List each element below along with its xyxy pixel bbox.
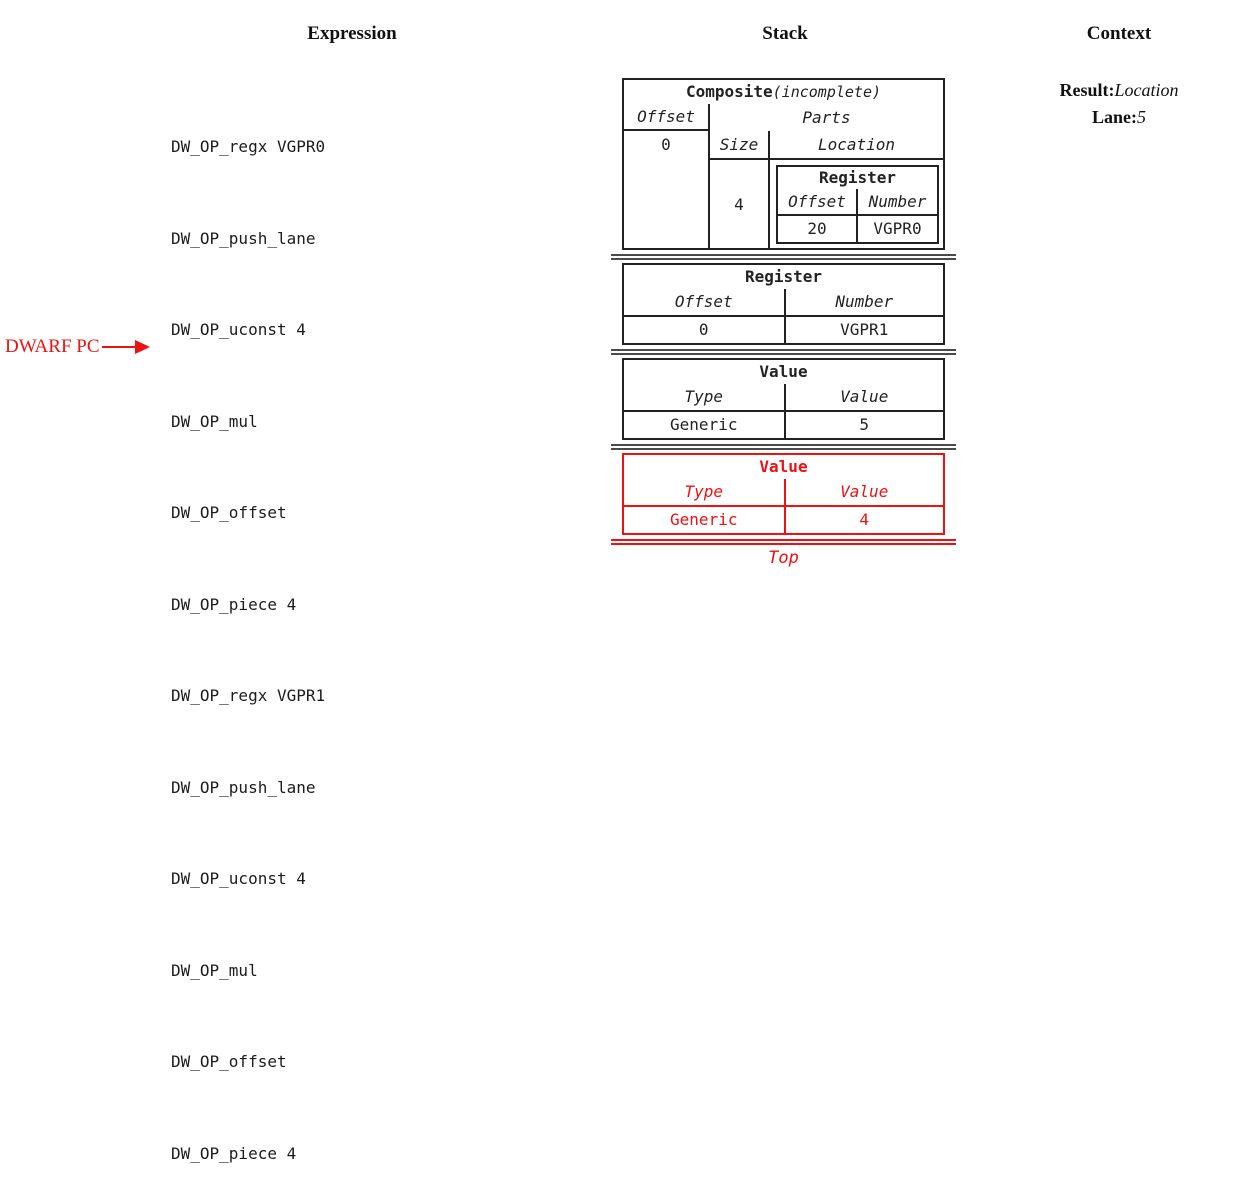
stack-column: Composite(incomplete) Offset 0 Parts Siz… [611,78,956,568]
expression-op: DW_OP_piece 4 [171,1143,297,1163]
top-value-value: 4 [783,505,943,533]
register-title: Register [744,267,823,286]
composite-subtitle: (incomplete) [772,83,882,101]
expression-title: Expression [307,23,397,44]
nested-register-offset-header: Offset [788,192,846,211]
top-value-value-header: Value [783,479,944,505]
nested-register-table: Register Offset Number 20 VGPR0 [776,165,939,244]
stack-slot-separator [611,254,956,260]
stack-title: Stack [762,23,808,44]
composite-location-column: Location Register Offset Number 20 VGPR0 [768,131,943,248]
stack-top-separator [611,539,956,545]
composite-size-header: Size [710,131,768,160]
lane-value: 5 [1137,107,1146,127]
top-value-title: Value [759,457,808,476]
expression-op: DW_OP_offset [171,1052,287,1071]
expression-op: DW_OP_uconst 4 [171,320,306,339]
expression-op: DW_OP_push_lane [171,228,316,248]
nested-register-title: Register [818,168,897,187]
composite-location-header: Location [770,131,943,160]
result-value: Location [1114,80,1179,100]
dwarf-pc-marker: DWARF PC [5,336,150,358]
register-number-header: Number [783,289,944,315]
expression-op: DW_OP_mul [171,960,258,980]
top-value-grid: Type Value Generic 4 [624,479,943,533]
stack-top-label: Top [768,548,799,568]
context-title: Context [1086,23,1152,44]
composite-size-value: 4 [734,194,744,214]
expression-op: DW_OP_regx VGPR0 [171,137,326,156]
composite-body: Offset 0 Parts Size 4 Location Register [624,104,943,248]
composite-size-column: Size 4 [710,131,768,248]
stack-entry-value: Value Type Value Generic 5 [622,358,945,440]
nested-register-number-value: VGPR0 [856,214,937,242]
nested-register-number-header: Number [856,189,937,214]
composite-offset-column: Offset 0 [624,104,708,248]
value-value: 5 [783,410,943,438]
expression-op: DW_OP_push_lane [171,777,316,797]
nested-register-grid: Offset Number 20 VGPR0 [778,189,937,242]
result-label: Result: [1059,80,1115,100]
register-grid: Offset Number 0 VGPR1 [624,289,943,343]
top-value-type-header: Type [684,482,724,501]
value-type-header: Type [684,387,724,406]
expression-op-list: DW_OP_regx VGPR0 DW_OP_push_lane DW_OP_u… [171,71,325,1186]
context-column: Result:Location Lane:5 [1009,77,1229,131]
register-number-value: VGPR1 [783,315,943,343]
composite-parts-column: Parts Size 4 Location Register Offset [708,104,943,248]
stack-entry-value-top: Value Type Value Generic 4 [622,453,945,535]
expression-op: DW_OP_offset [171,503,287,522]
stack-entry-composite: Composite(incomplete) Offset 0 Parts Siz… [622,78,945,250]
expression-op: DW_OP_uconst 4 [171,869,306,888]
context-result-line: Result:Location [1009,77,1229,104]
lane-label: Lane: [1092,107,1137,127]
dwarf-pc-arrow-icon [134,340,150,354]
composite-offset-header: Offset [624,104,708,131]
expression-op: DW_OP_mul [171,411,258,431]
nested-register-offset-value: 20 [778,214,856,242]
stack-slot-separator [611,349,956,355]
composite-parts-header: Parts [802,108,851,127]
composite-offset-value: 0 [661,135,671,154]
expression-op: DW_OP_regx VGPR1 [171,686,326,705]
stack-slot-separator [611,444,956,450]
stack-entry-register: Register Offset Number 0 VGPR1 [622,263,945,345]
expression-op: DW_OP_piece 4 [171,594,297,614]
dwarf-pc-arrow-line [101,346,135,348]
top-value-type: Generic [624,505,784,533]
context-lane-line: Lane:5 [1009,104,1229,131]
composite-parts-grid: Size 4 Location Register Offset Number 2… [710,131,943,248]
value-title: Value [759,362,808,381]
value-type: Generic [624,410,784,438]
dwarf-evaluation-diagram: Expression Stack Context DW_OP_regx VGPR… [5,23,1229,1163]
value-value-header: Value [783,384,944,410]
composite-title: Composite [685,82,773,101]
register-offset-header: Offset [674,292,733,311]
register-offset-value: 0 [624,315,784,343]
dwarf-pc-label: DWARF PC [5,336,100,357]
composite-header: Composite(incomplete) [624,80,943,104]
value-grid: Type Value Generic 5 [624,384,943,438]
